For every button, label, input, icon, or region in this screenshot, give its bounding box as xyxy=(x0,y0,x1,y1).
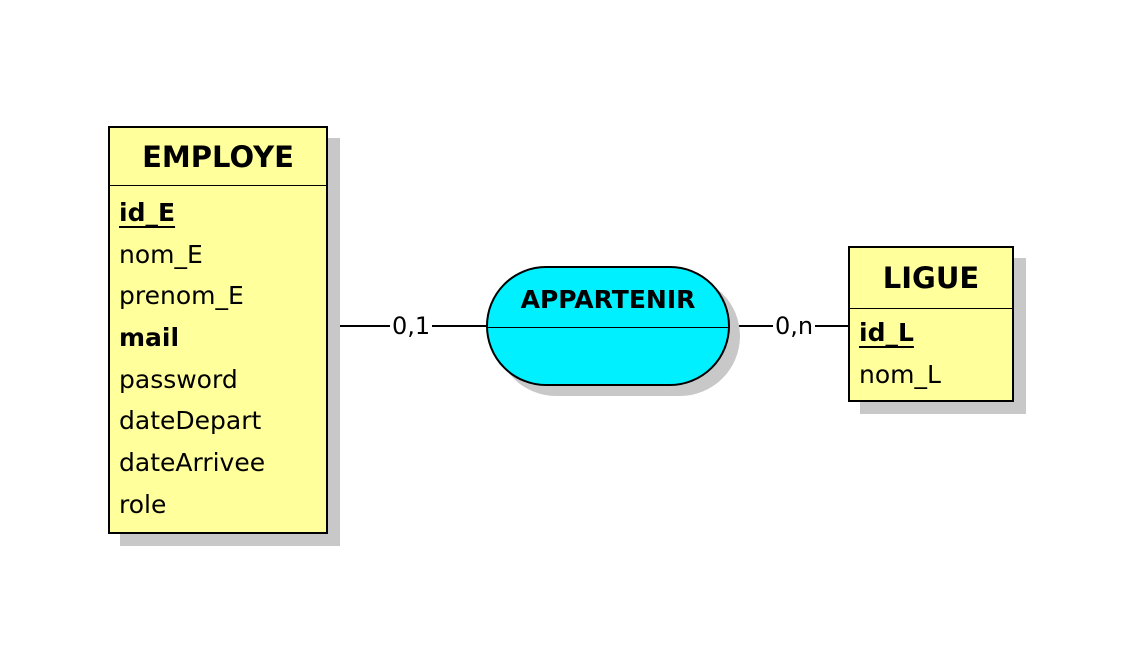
entity-title: LIGUE xyxy=(850,248,1012,309)
entity-title: EMPLOYE xyxy=(110,128,326,186)
attribute: nom_E xyxy=(119,239,203,269)
relation-title: APPARTENIR xyxy=(488,268,728,328)
entity-ligue[interactable]: LIGUE id_L nom_L xyxy=(848,246,1014,402)
attribute: nom_L xyxy=(859,359,941,389)
attribute: password xyxy=(119,364,238,394)
attribute: dateArrivee xyxy=(119,448,266,478)
attribute: prenom_E xyxy=(119,281,244,311)
attribute-primary-key: id_E xyxy=(119,198,176,227)
attribute-unique: mail xyxy=(119,323,180,353)
entity-employe[interactable]: EMPLOYE id_E nom_E prenom_E mail passwor… xyxy=(108,126,328,534)
attribute: role xyxy=(119,489,167,519)
attribute-primary-key: id_L xyxy=(859,318,914,347)
attribute-list: id_L nom_L xyxy=(850,309,1012,395)
cardinality-employe: 0,1 xyxy=(390,312,433,340)
attribute: dateDepart xyxy=(119,406,262,436)
cardinality-ligue: 0,n xyxy=(773,312,816,340)
attribute-list: id_E nom_E prenom_E mail password dateDe… xyxy=(110,186,326,526)
relation-appartenir[interactable]: APPARTENIR xyxy=(486,266,730,386)
